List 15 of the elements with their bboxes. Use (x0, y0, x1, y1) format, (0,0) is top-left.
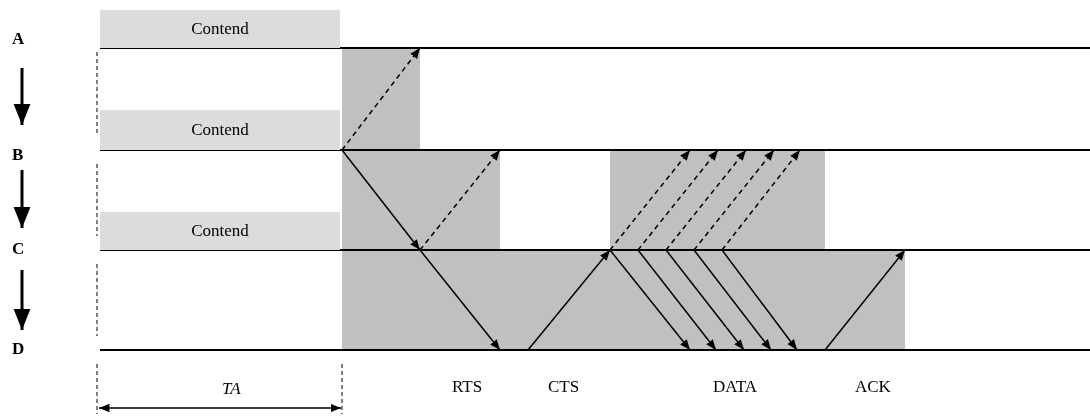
node-label: B (12, 146, 24, 163)
signal-label: RTS (452, 378, 483, 395)
signal-label: TA (222, 380, 241, 397)
box-label: Contend (191, 18, 249, 41)
node-label: A (12, 30, 25, 47)
contention-box (100, 212, 340, 250)
node-label: C (12, 240, 25, 257)
contention-box (100, 10, 340, 48)
box-label: Contend (191, 119, 249, 142)
box-label: Contend (191, 220, 249, 243)
signal-label: DATA (713, 378, 757, 395)
signal-label: ACK (855, 378, 891, 395)
node-label: D (12, 340, 25, 357)
signal-label: CTS (548, 378, 580, 395)
contention-box (100, 110, 340, 150)
